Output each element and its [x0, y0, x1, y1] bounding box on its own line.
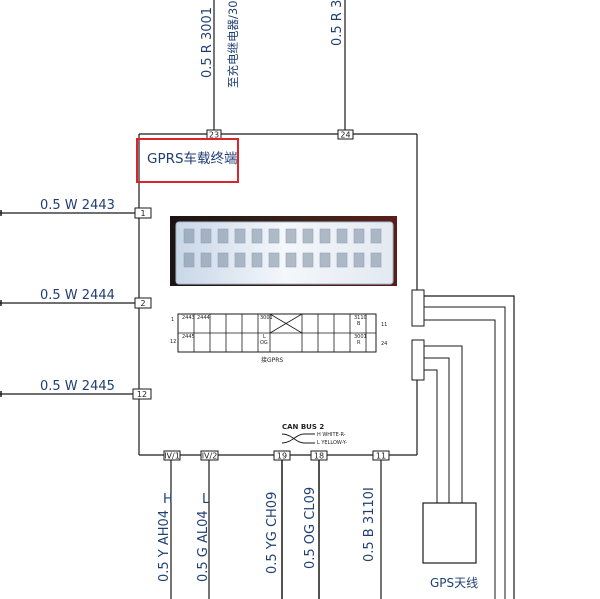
pin-label-1: 1	[140, 209, 145, 218]
wire-spec-al04: 0.5 G AL04	[196, 510, 211, 582]
bottom-wire-al04: IV/2 L 0.5 G AL04	[196, 450, 219, 599]
pinout-left-mid: 12	[170, 339, 176, 345]
can-high-label: H WHITE-R-	[317, 432, 346, 438]
wire-spec-ah04: 0.5 Y AH04	[157, 510, 172, 582]
connector-slot	[370, 228, 382, 244]
connector-slot	[234, 228, 246, 244]
top-wire-23: 23 0.5 R 3001 至充电继电器/30	[200, 0, 240, 140]
connector-slot	[353, 252, 365, 268]
can-bus-symbol: CAN BUS 2 H WHITE-R- L YELLOW-Y-	[281, 423, 347, 446]
pin-box-2	[134, 297, 152, 309]
side-connector-lower	[411, 339, 425, 381]
pinout-cell-r: R	[357, 340, 361, 346]
connector-slot	[285, 252, 297, 268]
side-connector-upper	[411, 289, 425, 327]
can-low-label: L YELLOW-Y-	[317, 440, 347, 446]
pin-label-iv1: IV/1	[164, 452, 180, 461]
pin-label-11: 11	[376, 452, 386, 461]
level-label-l: L	[202, 492, 210, 507]
wire-spec-3001: 0.5 R 3001	[200, 7, 215, 78]
left-wire-2443: 1 0.5 W 2443	[0, 198, 152, 219]
connector-slot	[302, 228, 314, 244]
pinout-cell-3110: 3110	[354, 315, 367, 321]
connector-slot	[183, 228, 195, 244]
module-title: GPRS车载终端	[147, 150, 238, 167]
gps-antenna: GPS天线	[422, 502, 478, 590]
wire-note-relay: 至充电继电器/30	[226, 0, 240, 88]
pin-label-19: 19	[277, 452, 287, 461]
top-wire-24: 24 0.5 R 3	[330, 0, 354, 140]
bottom-wire-ah04: IV/1 H 0.5 Y AH04	[157, 450, 181, 599]
wire-spec-ch09: 0.5 YG CH09	[265, 492, 280, 574]
connector-slot	[285, 228, 297, 244]
can-bus-title: CAN BUS 2	[282, 423, 324, 431]
connector-slot	[336, 252, 348, 268]
wire-spec-r3: 0.5 R 3	[330, 0, 345, 46]
title-highlight-box	[136, 138, 239, 183]
pin-box-11	[372, 450, 390, 461]
wire-spec-2443: 0.5 W 2443	[40, 198, 115, 213]
pinout-right-bot: 24	[381, 341, 387, 347]
connector-slot	[251, 228, 263, 244]
wire-spec-2444: 0.5 W 2444	[40, 288, 115, 303]
side-connectors	[411, 289, 515, 599]
level-label-h: H	[163, 492, 173, 507]
pin-box-1	[134, 207, 152, 219]
connector-slot	[353, 228, 365, 244]
connector-slot	[217, 252, 229, 268]
pin-box-12	[132, 388, 152, 400]
connector-slot	[319, 252, 331, 268]
pin-label-18: 18	[314, 452, 324, 461]
wire-spec-cl09: 0.5 OG CL09	[303, 487, 318, 569]
connector-slot	[370, 252, 382, 268]
pinout-grid-lines	[178, 314, 376, 352]
pinout-cell-l: L	[263, 334, 266, 340]
bottom-wire-ch09: 19 0.5 YG CH09	[265, 450, 291, 599]
pinout-right-top: 11	[381, 322, 387, 328]
connector-slots	[183, 228, 382, 268]
gps-antenna-label: GPS天线	[430, 576, 478, 590]
pin-box-19	[273, 450, 291, 461]
pinout-cell-2445: 2445	[182, 334, 195, 340]
pinout-left-top: 1	[171, 317, 174, 323]
connector-slot	[319, 228, 331, 244]
connector-photo	[170, 216, 397, 286]
pin-label-23: 23	[209, 131, 219, 140]
pinout-cell-3001r: 3001	[354, 334, 367, 340]
connector-slot	[217, 228, 229, 244]
left-wire-2445: 12 0.5 W 2445	[0, 379, 152, 400]
connector-slot	[251, 252, 263, 268]
connector-slot	[200, 228, 212, 244]
pin-label-24: 24	[340, 131, 350, 140]
wire-spec-2445: 0.5 W 2445	[40, 379, 115, 394]
pin-box-iv2	[200, 450, 219, 461]
wire-spec-3110: 0.5 B 3110I	[362, 487, 377, 562]
pinout-cell-3001: 3001	[260, 315, 273, 321]
connector-slot	[268, 252, 280, 268]
pin-box-iv1	[163, 450, 181, 461]
connector-slot	[234, 252, 246, 268]
bottom-wire-3110: 11 0.5 B 3110I	[362, 450, 390, 599]
connector-caption: 接GPRS	[261, 356, 283, 364]
pin-label-iv2: IV/2	[202, 452, 218, 461]
connector-slot	[268, 228, 280, 244]
connector-slot	[336, 228, 348, 244]
bottom-wire-cl09: 18 0.5 OG CL09	[303, 450, 328, 599]
pin-label-12: 12	[137, 390, 147, 399]
pin-box-18	[310, 450, 328, 461]
pin-label-2: 2	[140, 299, 145, 308]
pinout-cell-og: OG	[260, 340, 268, 346]
pinout-cell-b: B	[357, 321, 361, 327]
pinout-cell-2444: 2444	[197, 315, 210, 321]
connector-slot	[302, 252, 314, 268]
connector-slot	[200, 252, 212, 268]
pinout-grid: 1 12 11 24 2443 2444 2445 3001 L OG 3110…	[170, 313, 387, 364]
connector-slot	[183, 252, 195, 268]
pinout-cell-2443: 2443	[182, 315, 195, 321]
left-wire-2444: 2 0.5 W 2444	[0, 288, 152, 309]
